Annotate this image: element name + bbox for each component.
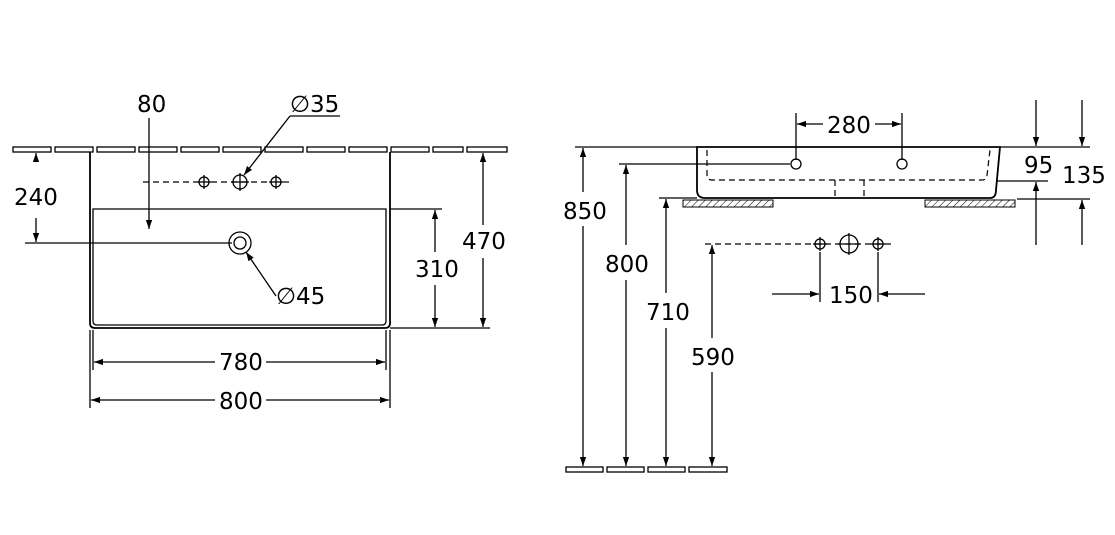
dim-240-label: 240 bbox=[14, 185, 58, 211]
dim-780-label: 780 bbox=[219, 350, 263, 376]
dim-800-side-label: 800 bbox=[605, 252, 649, 278]
dim-d45-label: ∅45 bbox=[276, 284, 325, 310]
support-left bbox=[682, 199, 774, 208]
dim-95-label: 95 bbox=[1024, 153, 1053, 179]
dim-800-label: 800 bbox=[219, 389, 263, 415]
tap-hole-side-icon bbox=[790, 158, 908, 170]
bowl-outline bbox=[92, 208, 387, 326]
front-view: 80 ∅35 ∅45 240 310 470 780 800 bbox=[12, 92, 508, 415]
support-right bbox=[924, 199, 1016, 208]
tap-hole-icon bbox=[143, 173, 292, 191]
side-view: 280 95 135 850 800 710 590 bbox=[563, 100, 1106, 473]
basin-side-outline bbox=[696, 146, 1001, 199]
wall-line bbox=[12, 146, 508, 153]
dim-280-label: 280 bbox=[827, 113, 871, 139]
dim-850-label: 850 bbox=[563, 199, 607, 225]
tap-connection-icon bbox=[813, 233, 885, 255]
floor-line bbox=[565, 466, 728, 473]
basin-outline bbox=[89, 152, 391, 329]
dim-d35-label: ∅35 bbox=[290, 92, 339, 118]
dim-590-label: 590 bbox=[691, 345, 735, 371]
dim-310-label: 310 bbox=[415, 257, 459, 283]
dim-150-label: 150 bbox=[829, 283, 873, 309]
dim-710-label: 710 bbox=[646, 300, 690, 326]
dim-470-label: 470 bbox=[462, 229, 506, 255]
dim-135-label: 135 bbox=[1062, 163, 1106, 189]
drain-icon bbox=[228, 231, 252, 255]
dim-80-label: 80 bbox=[137, 92, 166, 118]
